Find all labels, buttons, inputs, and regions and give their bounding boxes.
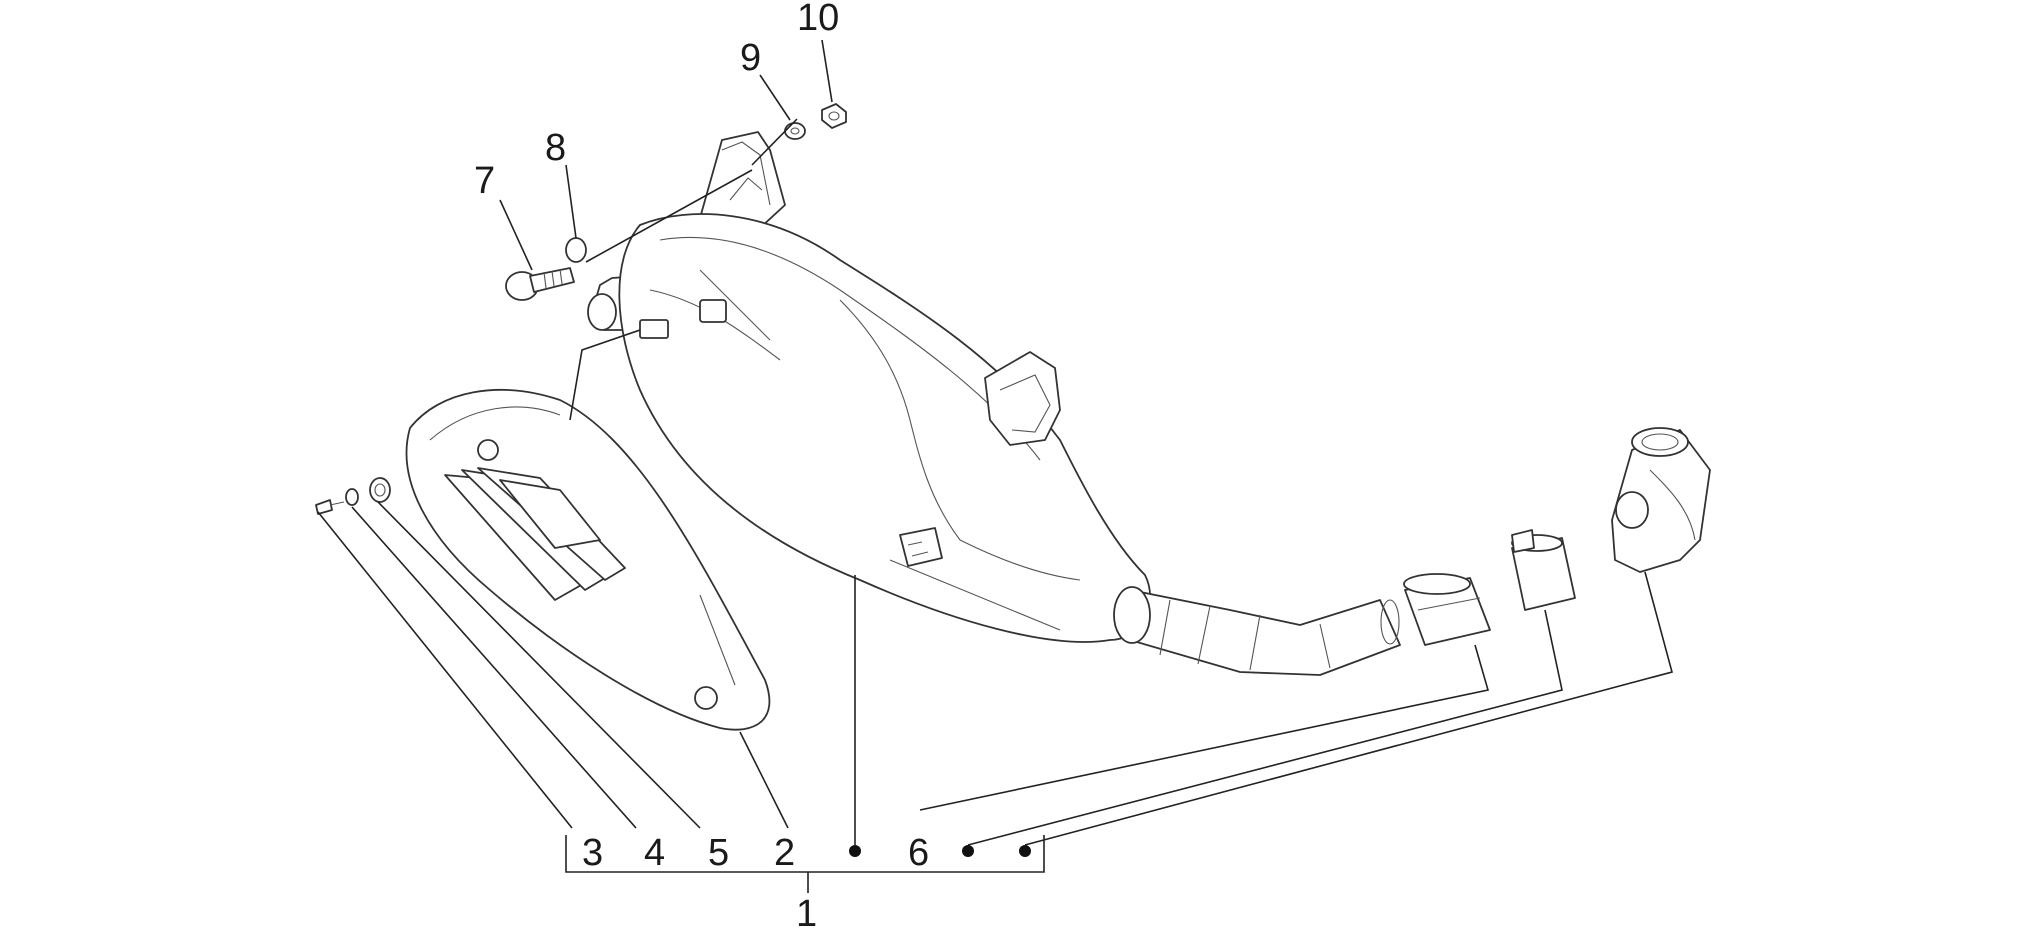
nut-washer xyxy=(784,122,806,140)
callout-10: 10 xyxy=(797,0,839,39)
callout-8: 8 xyxy=(545,127,566,169)
mounting-bolt xyxy=(505,267,575,301)
callout-3: 3 xyxy=(582,832,603,874)
callout-2: 2 xyxy=(774,832,795,874)
callout-dot-muffler xyxy=(849,845,861,857)
callout-7: 7 xyxy=(474,160,495,202)
bolt-washer xyxy=(565,237,587,263)
callout-5: 5 xyxy=(708,832,729,874)
locking-nut xyxy=(821,103,847,129)
callout-1: 1 xyxy=(796,893,817,930)
callout-dot-sleeve xyxy=(962,845,974,857)
callout-9: 9 xyxy=(740,37,761,79)
leader-lines xyxy=(317,39,1673,893)
exhaust-elbow xyxy=(1611,427,1711,573)
muffler-body xyxy=(587,131,1151,643)
heat-shield-grommet xyxy=(369,477,391,503)
callout-dot-elbow xyxy=(1019,845,1031,857)
callout-6: 6 xyxy=(908,832,929,874)
exhaust-pipe xyxy=(1113,586,1401,676)
pipe-clamp xyxy=(1403,573,1491,646)
gasket-sleeve xyxy=(1511,529,1576,611)
heat-shield xyxy=(405,389,771,731)
heat-shield-washer xyxy=(345,488,359,506)
heat-shield-screw xyxy=(315,499,345,515)
callout-4: 4 xyxy=(644,832,665,874)
